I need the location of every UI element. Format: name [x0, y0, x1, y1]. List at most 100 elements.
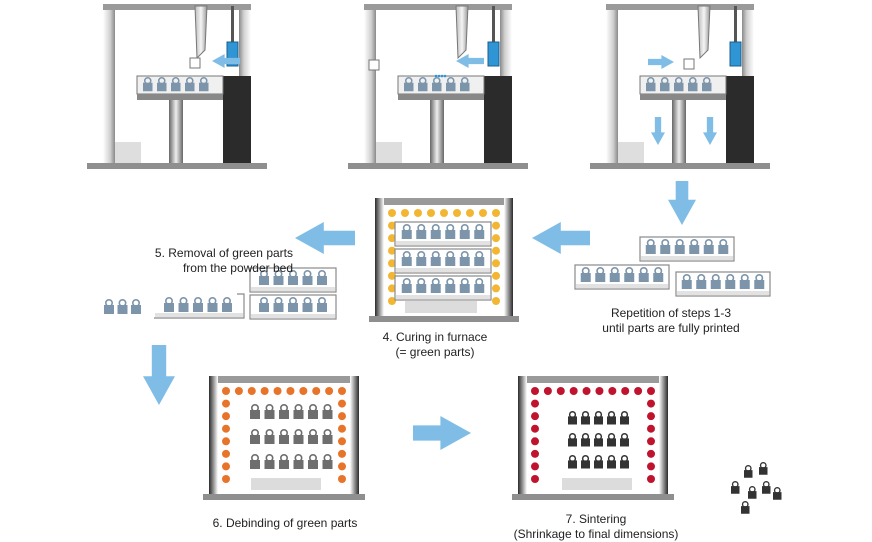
heating-element	[222, 462, 230, 471]
part-body	[302, 303, 313, 312]
part-icon	[273, 296, 284, 312]
tray-base	[576, 284, 668, 288]
part-icon	[250, 403, 260, 419]
furnace-sintering	[512, 376, 674, 500]
part-icon	[594, 433, 603, 447]
part-icon	[660, 77, 670, 92]
heating-element	[492, 234, 500, 243]
heating-element	[621, 387, 630, 395]
part-body	[250, 460, 260, 469]
part-body	[193, 303, 203, 312]
part-icon	[293, 453, 304, 469]
furnace-wall-right	[659, 376, 668, 494]
heating-element	[388, 234, 396, 243]
part-body	[620, 416, 629, 425]
roller-icon	[683, 58, 695, 70]
part-body	[259, 276, 269, 285]
part-icon	[773, 486, 782, 500]
heating-element	[338, 462, 346, 471]
part-body	[308, 435, 318, 444]
part-icon	[308, 428, 318, 444]
part-icon	[143, 77, 153, 92]
part-body	[568, 416, 577, 425]
furnace-base	[369, 316, 519, 322]
arrow-icon	[532, 222, 590, 254]
part-icon	[322, 453, 333, 469]
step4-line1: 4. Curing in furnace	[382, 330, 488, 344]
part-body	[430, 257, 441, 266]
part-body	[416, 284, 427, 293]
part-icon	[302, 296, 313, 312]
part-icon	[445, 251, 456, 266]
part-body	[288, 276, 298, 285]
part-icon	[193, 296, 203, 312]
part-icon	[646, 77, 656, 92]
powder-hopper	[455, 5, 469, 60]
part-icon	[568, 433, 577, 447]
part-icon	[432, 77, 442, 92]
binder-drop	[440, 74, 444, 78]
furnace-base	[512, 494, 674, 500]
part-body	[645, 245, 656, 254]
heating-element	[647, 412, 655, 421]
part-icon	[401, 251, 412, 266]
part-icon	[446, 77, 456, 92]
furnace-shelf	[405, 301, 477, 313]
part-icon	[264, 428, 275, 444]
part-icon	[171, 77, 181, 92]
part-body	[459, 257, 470, 266]
part-body	[308, 410, 318, 419]
part-icon	[474, 251, 485, 266]
part-icon	[460, 77, 470, 92]
heating-element	[338, 424, 346, 433]
heating-element	[338, 387, 346, 395]
tray	[394, 248, 492, 274]
part-icon	[474, 277, 485, 293]
part-body	[681, 280, 692, 289]
piston-column	[430, 100, 444, 163]
part-body	[293, 435, 304, 444]
heating-element	[531, 387, 539, 395]
part-icon	[117, 298, 128, 314]
part-icon	[293, 428, 304, 444]
furnace-top	[209, 376, 359, 383]
heating-element	[647, 462, 655, 471]
part-body	[474, 284, 485, 293]
part-icon	[279, 453, 289, 469]
part-body	[660, 82, 670, 92]
heating-element	[338, 399, 346, 408]
part-icon	[259, 296, 269, 312]
piston-column	[169, 100, 183, 163]
part-body	[594, 416, 603, 425]
part-body	[432, 82, 442, 92]
arrow-icon	[703, 117, 717, 145]
part-body	[264, 410, 275, 419]
heating-element	[543, 387, 552, 395]
part-body	[259, 303, 269, 312]
part-body	[748, 491, 757, 499]
heating-element	[312, 387, 321, 395]
part-body	[773, 492, 782, 500]
heating-element	[247, 387, 256, 395]
part-icon	[416, 277, 427, 293]
arrow-group	[143, 181, 696, 450]
arrow-icon	[456, 54, 484, 68]
part-icon	[638, 266, 649, 282]
tray-base	[677, 291, 769, 295]
part-body	[702, 82, 712, 92]
heating-element	[325, 387, 334, 395]
part-icon	[759, 461, 768, 475]
part-icon	[607, 411, 616, 425]
tray	[675, 271, 771, 297]
part-icon	[718, 239, 729, 254]
part-body	[322, 435, 333, 444]
part-body	[620, 460, 629, 469]
part-body	[731, 486, 740, 494]
part-body	[199, 82, 209, 92]
part-body	[171, 82, 181, 92]
furnace-wall-left	[518, 376, 527, 494]
powder-hopper	[697, 5, 711, 60]
part-body	[293, 460, 304, 469]
part-body	[418, 82, 428, 92]
